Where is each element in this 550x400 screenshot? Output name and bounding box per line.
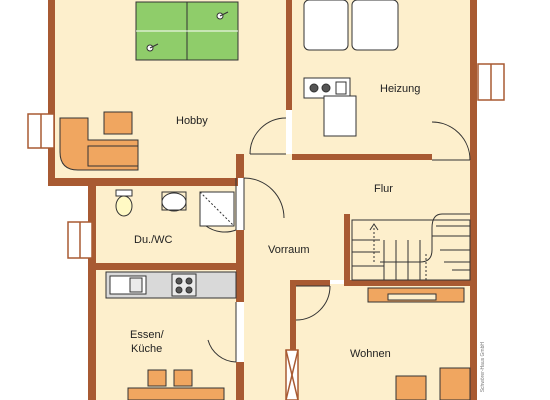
door-kitchen xyxy=(207,302,237,363)
wall-wohnen-top-left xyxy=(290,280,330,286)
wall-wc-bottom xyxy=(88,263,244,270)
credit-text: Schwörer-Haus GmbH xyxy=(480,342,486,393)
tank-left xyxy=(303,0,349,51)
wall-kitchen-right-top xyxy=(236,270,244,302)
coffee-table xyxy=(395,375,427,400)
room-label-flur: Flur xyxy=(374,183,393,195)
heizung-fixtures xyxy=(303,0,399,137)
wc-fixtures xyxy=(115,189,235,227)
windows xyxy=(27,63,505,400)
door-hobby xyxy=(249,117,287,155)
tank-right xyxy=(351,0,399,51)
room-label-duwc: Du./WC xyxy=(134,234,173,246)
staircase xyxy=(351,213,471,281)
table-tennis xyxy=(135,1,239,61)
wall-hobby-right xyxy=(286,0,292,110)
room-label-kueche-line1: Essen/ xyxy=(130,329,164,341)
room-label-hobby: Hobby xyxy=(176,115,208,127)
room-label-vorraum: Vorraum xyxy=(268,244,310,256)
doors xyxy=(205,117,471,363)
wall-heizung-bottom xyxy=(292,154,432,160)
wall-right-upper xyxy=(470,0,477,162)
hobby-sofa xyxy=(59,111,139,171)
room-label-wohnen: Wohnen xyxy=(350,348,391,360)
wall-hobby-left xyxy=(48,0,55,186)
door-vorraum xyxy=(243,177,285,230)
wall-wc-right xyxy=(236,154,244,178)
wall-stair-left xyxy=(344,214,350,284)
room-label-heizung: Heizung xyxy=(380,83,421,95)
wohnen-furniture xyxy=(367,287,471,400)
kitchen-counter xyxy=(105,271,237,299)
door-wohnen xyxy=(295,285,331,321)
boiler-unit xyxy=(323,95,357,137)
walls xyxy=(48,0,477,400)
wall-wc-left xyxy=(88,178,96,400)
wall-kitchen-right-bottom xyxy=(236,362,244,400)
armchair xyxy=(439,367,471,400)
wall-wohnen-top xyxy=(344,280,476,286)
dining-chairs xyxy=(127,369,225,400)
wall-wc-right-low xyxy=(236,230,244,270)
door-wc xyxy=(205,178,237,233)
room-label-kueche-line2: Küche xyxy=(131,343,163,355)
toilet xyxy=(115,195,133,217)
washbasin xyxy=(161,192,187,212)
wall-vorraum-right xyxy=(290,280,296,400)
door-heizung xyxy=(431,121,471,161)
wall-hobby-bottom xyxy=(48,178,238,186)
